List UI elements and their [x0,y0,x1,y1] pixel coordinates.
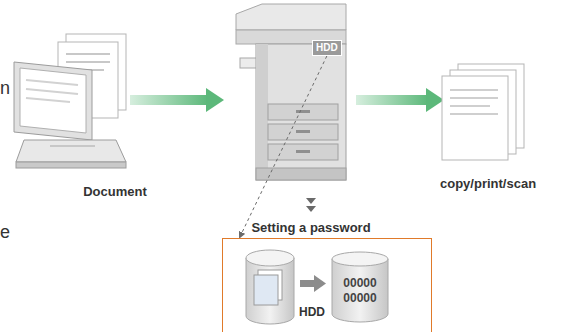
output-pages [442,64,524,160]
node-text: 00000 00000 [331,276,389,306]
multifunction-printer [236,4,346,180]
cut-text: n [0,78,10,99]
flow-arrow [356,88,444,112]
node-text: HDD [316,42,338,54]
data-cylinder [246,250,294,324]
cut-text: e [0,222,10,243]
dashed-connector [239,56,326,238]
computer [14,62,126,168]
hdd-region: HDD 00000 00000 [222,238,432,332]
item-label: Document [83,184,147,199]
encrypt-arrow [300,275,326,292]
item-label: copy/print/scan [440,176,536,191]
encrypted-cylinder: 00000 00000 [331,251,389,323]
down-triangles [306,198,316,212]
node-text: HDD [299,305,325,319]
flow-arrow [130,88,224,112]
step-label: Setting a password [251,220,370,235]
hdd-tag: HDD [312,40,342,56]
